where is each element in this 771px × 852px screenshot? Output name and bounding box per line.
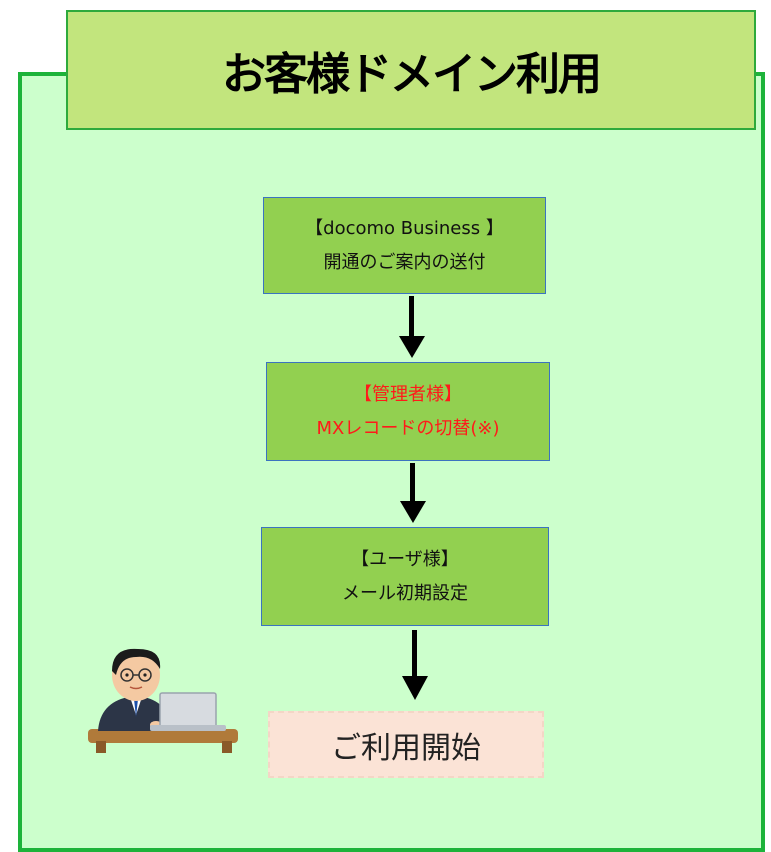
step-3-action: メール初期設定 (342, 582, 468, 604)
step-2-role: 【管理者様】 (354, 383, 462, 405)
down-arrow-icon (402, 630, 428, 700)
step-3-role: 【ユーザ様】 (351, 548, 459, 570)
down-arrow-icon (399, 296, 425, 358)
title-box: お客様ドメイン利用 (66, 10, 756, 130)
usage-start-label: ご利用開始 (331, 730, 481, 766)
step-1-action: 開通のご案内の送付 (323, 251, 486, 273)
down-arrow-icon (400, 463, 426, 523)
step-mail-setup: 【ユーザ様】 メール初期設定 (261, 527, 549, 626)
diagram-title: お客様ドメイン利用 (222, 49, 602, 100)
step-notification: 【docomo Business 】 開通のご案内の送付 (263, 197, 546, 294)
step-mx-switch: 【管理者様】 MXレコードの切替(※) (266, 362, 550, 461)
person-at-laptop-icon (88, 648, 238, 753)
usage-start-box: ご利用開始 (268, 711, 544, 778)
step-1-role: 【docomo Business 】 (305, 217, 504, 239)
step-2-action: MXレコードの切替(※) (316, 417, 500, 439)
